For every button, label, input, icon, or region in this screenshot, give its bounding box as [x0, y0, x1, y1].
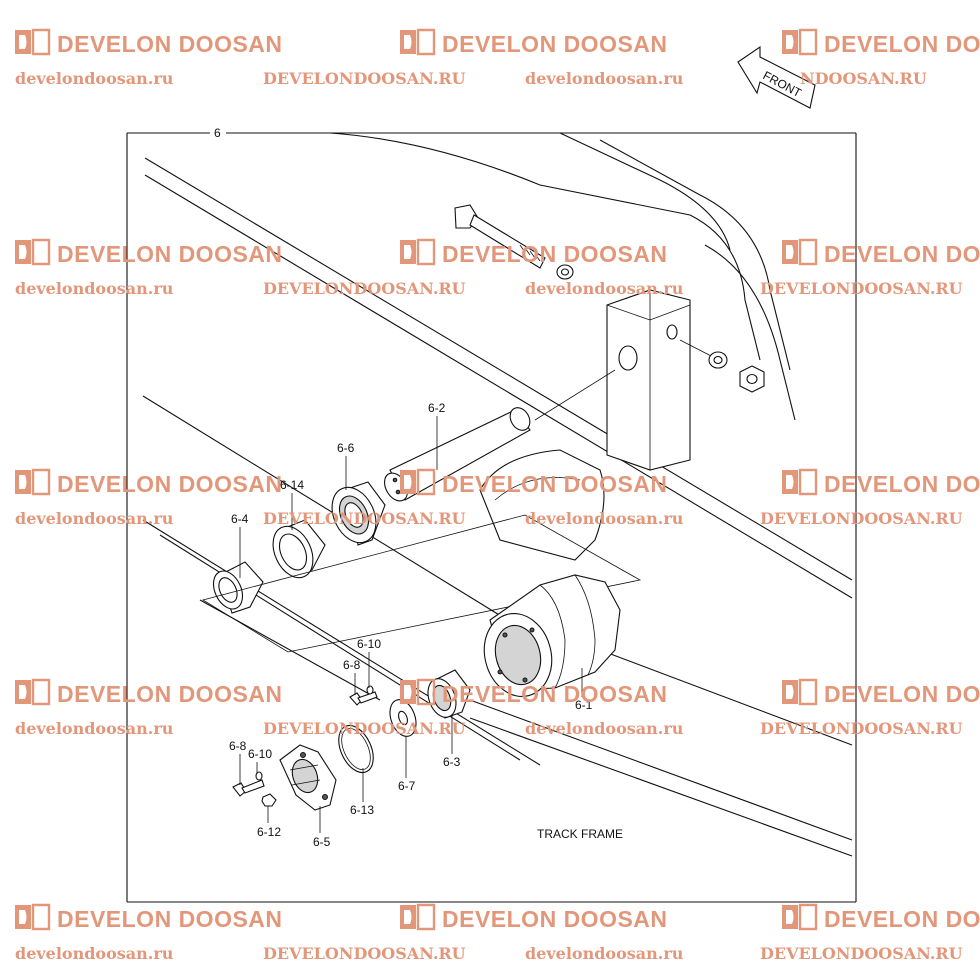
callout-6-5: 6-5: [313, 835, 331, 849]
watermark: DEVELON DOOSAN develondoosan.ru NDOOSAN.RU: [525, 28, 980, 88]
callout-6-12: 6-12: [257, 825, 281, 839]
watermark: DEVELON DOOSAN DEVELONDOOSAN.RU develondoo…: [263, 468, 684, 528]
watermark-url: DEVELONDOOSAN.RU: [263, 719, 466, 738]
mounting-bolt: [454, 204, 765, 393]
watermark-url: DEVELONDOOSAN.RU: [263, 279, 466, 298]
watermark-url: develondoosan.ru: [525, 719, 684, 738]
watermark: DEVELON DOOSAN DEVELONDOOSAN.RU: [760, 678, 980, 738]
develon-logo-icon: [15, 468, 51, 496]
frame-label: 6: [214, 126, 221, 140]
watermark-url: develondoosan.ru: [15, 69, 174, 88]
develon-logo-icon: [400, 28, 436, 56]
develon-logo-icon: [782, 468, 818, 496]
bearing-6-6: [331, 481, 386, 546]
callout-6-7: 6-7: [398, 779, 416, 793]
callout-6-8-upper: 6-8: [343, 658, 361, 672]
callout-6-1: 6-1: [575, 698, 593, 712]
watermark-url: DEVELONDOOSAN.RU: [263, 509, 466, 528]
watermark-brand: DEVELON DOOSAN: [442, 241, 668, 267]
develon-logo-icon: [782, 28, 818, 56]
watermark-brand: DEVELON DOOSAN: [442, 471, 668, 497]
callout-6-13: 6-13: [350, 803, 374, 817]
develon-logo-icon: [782, 238, 818, 266]
watermark: DEVELON DOOSAN develondoosan.ru: [15, 678, 283, 738]
callout-6-2: 6-2: [428, 401, 446, 415]
watermark: DEVELON DOOSAN DEVELONDOOSAN.RU: [760, 468, 980, 528]
watermark-url: DEVELONDOOSAN.RU: [760, 719, 963, 738]
develon-logo-icon: [400, 903, 436, 931]
callout-6-8-lower: 6-8: [229, 739, 247, 753]
watermark-url: NDOOSAN.RU: [800, 69, 927, 88]
watermark-brand: DEVELON DOOSAN: [824, 906, 980, 932]
watermark: DEVELON DOOSAN develondoosan.ru: [15, 28, 283, 88]
watermark-url: develondoosan.ru: [15, 509, 174, 528]
watermark: DEVELON DOOSAN DEVELONDOOSAN.RU: [263, 28, 668, 88]
watermark-url: DEVELONDOOSAN.RU: [263, 944, 466, 963]
watermark-brand: DEVELON DOOSAN: [824, 681, 980, 707]
callout-6-6: 6-6: [337, 441, 355, 455]
watermark: DEVELON DOOSAN DEVELONDOOSAN.RU: [760, 903, 980, 963]
develon-logo-icon: [15, 903, 51, 931]
callout-6-4: 6-4: [231, 512, 249, 526]
develon-logo-icon: [400, 238, 436, 266]
watermark-url: DEVELONDOOSAN.RU: [760, 279, 963, 298]
watermark: DEVELON DOOSAN develondoosan.ru: [15, 238, 283, 298]
watermark: DEVELON DOOSAN DEVELONDOOSAN.RU develondoo…: [263, 238, 684, 298]
cover-6-5: [279, 744, 337, 811]
watermark-brand: DEVELON DOOSAN: [57, 241, 283, 267]
develon-logo-icon: [15, 28, 51, 56]
callout-6-10-upper: 6-10: [357, 637, 381, 651]
watermark-brand: DEVELON DOOSAN: [57, 471, 283, 497]
watermark-brand: DEVELON DOOSAN: [824, 241, 980, 267]
watermark-url: DEVELONDOOSAN.RU: [263, 69, 466, 88]
watermark-url: develondoosan.ru: [15, 944, 174, 963]
callout-6-14: 6-14: [280, 478, 304, 492]
watermark-brand: DEVELON DOOSAN: [57, 906, 283, 932]
watermark-brand: DEVELON DOOSAN: [442, 31, 668, 57]
watermark: DEVELON DOOSAN develondoosan.ru: [15, 468, 283, 528]
watermark: DEVELON DOOSAN DEVELONDOOSAN.RU: [760, 238, 980, 298]
watermark-url: develondoosan.ru: [525, 944, 684, 963]
watermark-brand: DEVELON DOOSAN: [824, 471, 980, 497]
watermark-url: develondoosan.ru: [15, 279, 174, 298]
callout-labels: 6-2 6-6 6-14 6-4 6-10 6-8 6-10 6-8 6-12 …: [229, 401, 593, 849]
develon-logo-icon: [15, 238, 51, 266]
callout-6-10-lower: 6-10: [248, 747, 272, 761]
develon-logo-icon: [15, 678, 51, 706]
watermark-brand: DEVELON DOOSAN: [442, 681, 668, 707]
hardware-bolts: [232, 685, 378, 807]
leader-lines: [239, 416, 583, 833]
develon-logo-icon: [782, 678, 818, 706]
seal-6-7: [389, 699, 417, 737]
oring-6-13: [338, 724, 374, 774]
bushing-6-4: [212, 561, 264, 614]
watermark-brand: DEVELON DOOSAN: [57, 681, 283, 707]
watermark-brand: DEVELON DOOSAN: [824, 31, 980, 57]
watermark-url: develondoosan.ru: [15, 719, 174, 738]
watermark-url: DEVELONDOOSAN.RU: [760, 944, 963, 963]
watermark-brand: DEVELON DOOSAN: [57, 31, 283, 57]
develon-logo-icon: [782, 903, 818, 931]
develon-logo-icon: [400, 468, 436, 496]
develon-logo-icon: [400, 678, 436, 706]
callout-6-3: 6-3: [443, 755, 461, 769]
watermark: DEVELON DOOSAN DEVELONDOOSAN.RU develondoo…: [263, 678, 684, 738]
watermark: DEVELON DOOSAN develondoosan.ru: [15, 903, 283, 963]
ring-6-14: [272, 519, 326, 579]
watermark: DEVELON DOOSAN DEVELONDOOSAN.RU develondoo…: [263, 903, 684, 963]
watermark-url: develondoosan.ru: [525, 509, 684, 528]
watermark-url: develondoosan.ru: [525, 69, 684, 88]
watermark-brand: DEVELON DOOSAN: [442, 906, 668, 932]
roller-6-1: [483, 574, 621, 698]
watermark-url: DEVELONDOOSAN.RU: [760, 509, 963, 528]
watermark-url: develondoosan.ru: [525, 279, 684, 298]
track-frame-label: TRACK FRAME: [537, 827, 623, 841]
